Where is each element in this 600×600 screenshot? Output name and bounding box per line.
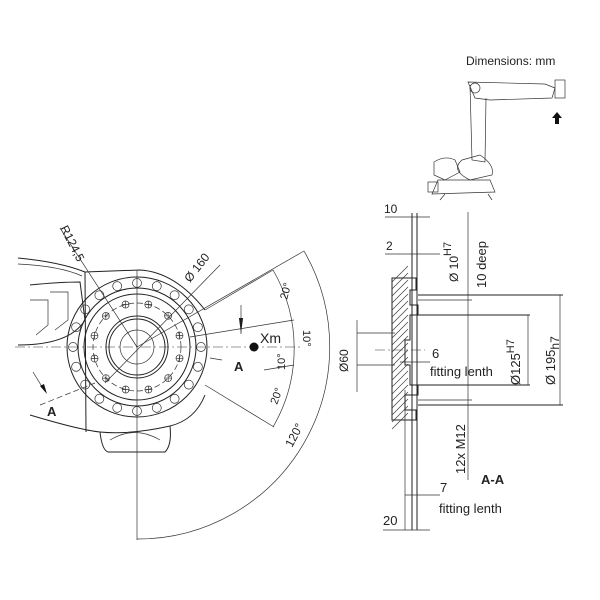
section-title: A-A [481, 472, 505, 487]
diameter-label: Ø 160 [181, 250, 212, 285]
dim-10: 10 [384, 202, 398, 216]
dim-20: 20 [383, 513, 397, 528]
section-view: 10 2 Ø 10H7 10 deep Ø60 6 fitting lenth … [337, 202, 563, 531]
dim-10-deep: 10 deep [474, 241, 489, 288]
bolt-hole [94, 393, 105, 404]
section-marker-right: A [234, 359, 244, 374]
bolt-hole [169, 290, 180, 301]
angle-label-20-bottom: 20° [269, 386, 286, 406]
bolt-hole [193, 361, 203, 372]
angle-label-10-top: 10° [300, 330, 312, 347]
inner-bolt-holes [90, 300, 184, 394]
dim-d60: Ø60 [337, 349, 351, 372]
bolt-hole [169, 393, 180, 404]
outer-bolt-holes [68, 278, 206, 416]
bolt-hole [71, 322, 81, 333]
bolt-hole [71, 361, 81, 372]
units-label: Dimensions: mm [466, 54, 555, 68]
load-arrow-icon [552, 112, 562, 124]
robot-thumbnail: Dimensions: mm [427, 54, 566, 201]
dim-threads: 12x M12 [453, 424, 468, 474]
xm-label: Xm [260, 330, 281, 346]
dim-d125: Ø125H7 [505, 339, 523, 385]
xm-point [249, 342, 259, 352]
bolt-hole [112, 281, 123, 291]
dim-7: 7 [440, 480, 447, 495]
dim-2: 2 [386, 239, 393, 253]
bolt-hole [151, 403, 162, 413]
bolt-hole [183, 304, 194, 315]
radius-label: R124,5 [57, 223, 87, 264]
dim-6: 6 [432, 346, 439, 361]
flange-view: R124,5 Ø 160 20° 10° 10° 20° 120° Xm A A [15, 223, 331, 540]
section-hatching [391, 265, 409, 430]
bolt-hole [94, 290, 105, 301]
bolt-hole [183, 379, 194, 390]
bolt-hole [151, 281, 162, 291]
fitting-length-label-2: fitting lenth [439, 501, 502, 516]
fitting-length-label-1: fitting lenth [430, 364, 493, 379]
bolt-hole [193, 322, 203, 333]
bolt-hole [80, 304, 91, 315]
section-marker-left: A [47, 404, 57, 419]
angle-label-10-bottom: 10° [276, 353, 288, 370]
dim-pin-hole: Ø 10H7 [442, 242, 461, 282]
dim-d195: Ø 195h7 [543, 336, 562, 385]
angle-label-20-top: 20° [278, 282, 294, 301]
bolt-hole [112, 403, 123, 413]
bolt-hole [80, 379, 91, 390]
